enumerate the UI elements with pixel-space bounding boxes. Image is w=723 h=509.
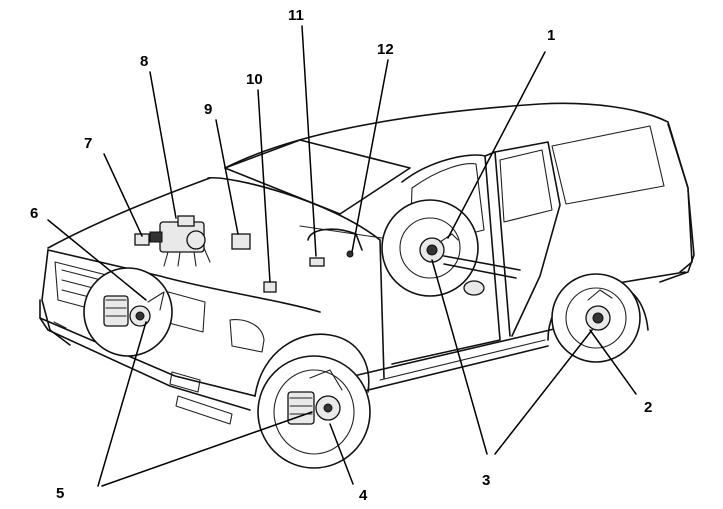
leader-10 (257, 89, 271, 283)
front-left-sensor-assembly (103, 291, 165, 327)
leader-11 (301, 25, 317, 257)
leader-6 (47, 219, 147, 301)
callout-2: 2 (644, 399, 652, 416)
callout-12: 12 (377, 41, 394, 58)
callout-6: 6 (30, 205, 38, 222)
callout-10: 10 (246, 71, 263, 88)
leader-2 (589, 329, 637, 395)
callout-3: 3 (482, 472, 490, 489)
callout-8: 8 (140, 53, 148, 70)
leader-8 (149, 71, 177, 219)
callout-9: 9 (204, 101, 212, 118)
leader-12 (351, 59, 389, 253)
abs-actuator-assembly (149, 215, 211, 267)
rear-right-sensor-assembly (585, 289, 613, 331)
ecu-box-9 (231, 233, 251, 250)
callout-11: 11 (288, 7, 304, 24)
sensor-box-10 (263, 281, 277, 293)
leader-5a (97, 321, 147, 487)
leader-1 (447, 51, 546, 239)
callout-4: 4 (359, 487, 368, 504)
leader-lines (47, 25, 637, 487)
callout-1: 1 (547, 27, 555, 44)
leader-9 (215, 119, 239, 235)
callout-labels: 1 2 3 4 5 6 7 8 9 10 11 12 (30, 7, 652, 504)
relay-box-7 (134, 233, 150, 246)
leader-4 (329, 423, 354, 485)
leader-5b (101, 411, 313, 487)
leader-3a (431, 259, 488, 455)
leader-7 (103, 153, 143, 237)
callout-7: 7 (84, 135, 92, 152)
leader-3b (494, 329, 593, 455)
front-right-sensor-assembly (287, 369, 343, 425)
vehicle-body (39, 102, 695, 425)
callout-5: 5 (56, 485, 64, 502)
